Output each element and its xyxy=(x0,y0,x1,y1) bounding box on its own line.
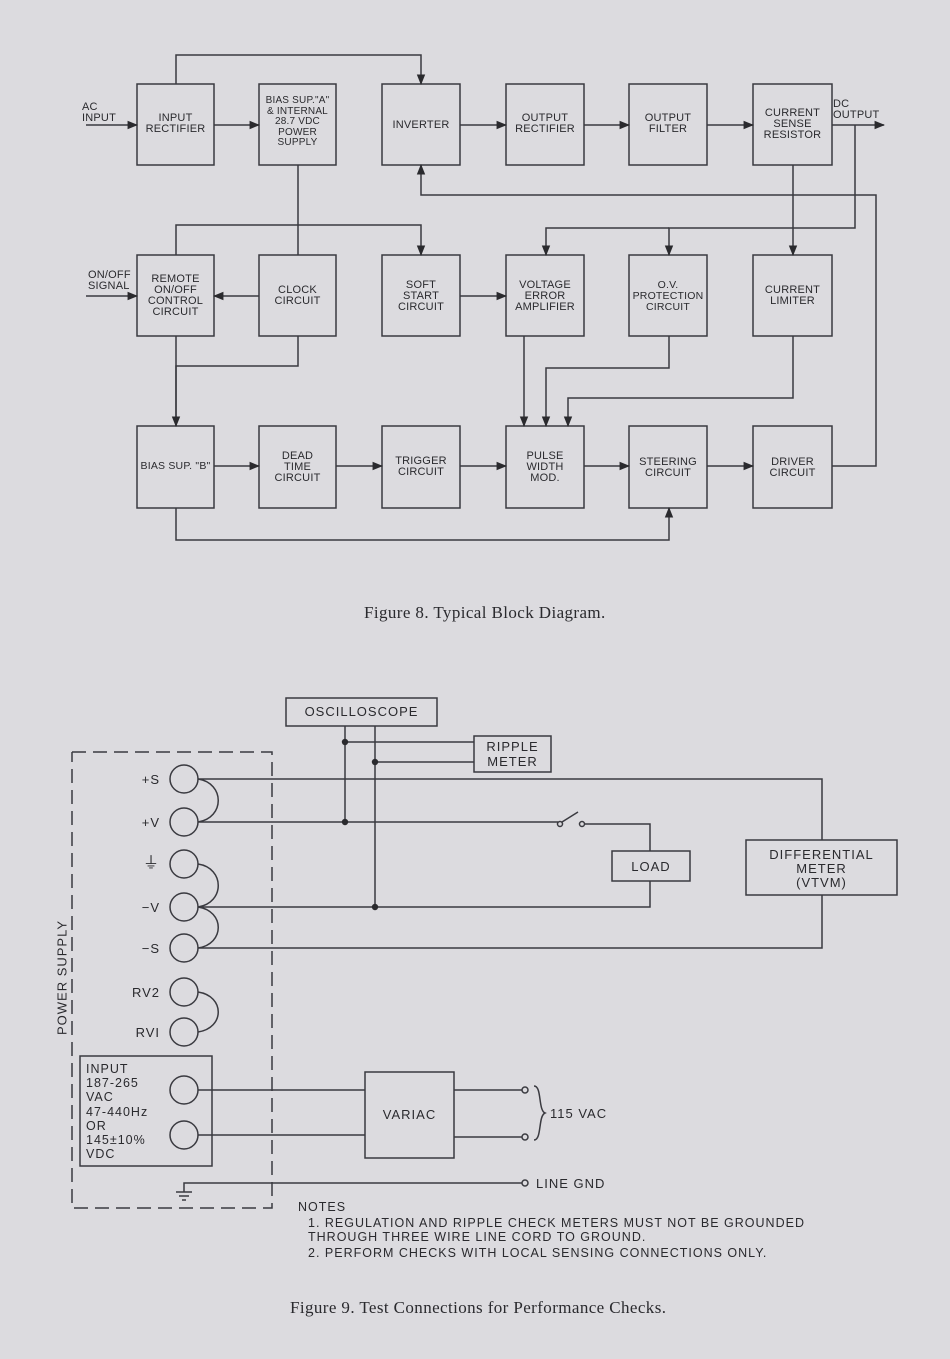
terminal-input-2 xyxy=(169,1120,199,1150)
ground-symbol-label: ⏚ xyxy=(142,855,160,872)
terminal-minus-s xyxy=(169,933,199,963)
clock-label: CLOCK CIRCUIT xyxy=(274,284,321,307)
steering-label: STEERING CIRCUIT xyxy=(639,456,697,479)
differential-meter-label: DIFFERENTIAL METER (VTVM) xyxy=(769,847,874,890)
ripple-meter-label: RIPPLE METER xyxy=(486,739,539,769)
output-filter-label: OUTPUT FILTER xyxy=(644,112,692,135)
inverter-label: INVERTER xyxy=(392,119,450,131)
dc-output-label: DC OUTPUT xyxy=(833,98,880,121)
oscilloscope-label: OSCILLOSCOPE xyxy=(304,704,419,719)
vac-115-label: 115 VAC xyxy=(550,1106,608,1121)
terminal-plus-v xyxy=(169,807,199,837)
driver-label: DRIVER CIRCUIT xyxy=(769,456,816,479)
pwm-label: PULSE WIDTH MOD. xyxy=(526,450,564,484)
minus-v-label: −V xyxy=(141,900,160,915)
voltage-error-label: VOLTAGE ERROR AMPLIFIER xyxy=(515,279,575,313)
current-sense-label: CURRENT SENSE RESISTOR xyxy=(763,107,822,141)
note-1: 1. REGULATION AND RIPPLE CHECK METERS MU… xyxy=(308,1216,805,1244)
rv2-label: RV2 xyxy=(131,985,160,1000)
minus-s-label: −S xyxy=(141,941,160,956)
soft-start-label: SOFT START CIRCUIT xyxy=(397,279,444,313)
note-2: 2. PERFORM CHECKS WITH LOCAL SENSING CON… xyxy=(308,1246,768,1260)
plus-v-label: +V xyxy=(141,815,160,830)
notes-title: NOTES xyxy=(298,1200,347,1214)
terminal-rv1 xyxy=(169,1017,199,1047)
load-label: LOAD xyxy=(631,859,671,874)
terminal-minus-v xyxy=(169,892,199,922)
plus-s-label: +S xyxy=(141,772,160,787)
ov-protection-label: O.V. PROTECTION CIRCUIT xyxy=(632,279,704,313)
terminal-input-1 xyxy=(169,1075,199,1105)
variac-label: VARIAC xyxy=(382,1107,437,1122)
onoff-signal-label: ON/OFF SIGNAL xyxy=(88,269,131,292)
ac-input-label: AC INPUT xyxy=(82,101,116,124)
input-spec-label: INPUT 187-265 VAC 47-440Hz OR 145±10% VD… xyxy=(86,1062,149,1162)
terminal-ground xyxy=(169,849,199,879)
power-supply-label: POWER SUPPLY xyxy=(54,919,70,1036)
bias-sup-a-label: BIAS SUP."A" & INTERNAL 28.7 VDC POWER S… xyxy=(265,95,330,148)
dead-time-label: DEAD TIME CIRCUIT xyxy=(274,450,321,484)
terminal-rv2 xyxy=(169,977,199,1007)
block-diagram xyxy=(86,54,886,541)
input-rectifier-label: INPUT RECTIFIER xyxy=(145,112,206,135)
remote-onoff-label: REMOTE ON/OFF CONTROL CIRCUIT xyxy=(147,273,204,318)
current-limiter-label: CURRENT LIMITER xyxy=(764,284,821,307)
line-gnd-label: LINE GND xyxy=(536,1176,606,1191)
figure9-caption: Figure 9. Test Connections for Performan… xyxy=(290,1298,667,1317)
bias-sup-b-label: BIAS SUP. "B" xyxy=(140,460,211,472)
output-rectifier-label: OUTPUT RECTIFIER xyxy=(515,112,575,135)
terminal-plus-s xyxy=(169,764,199,794)
trigger-label: TRIGGER CIRCUIT xyxy=(395,455,447,478)
figure8-caption: Figure 8. Typical Block Diagram. xyxy=(364,603,606,622)
rv1-label: RVI xyxy=(135,1025,160,1040)
